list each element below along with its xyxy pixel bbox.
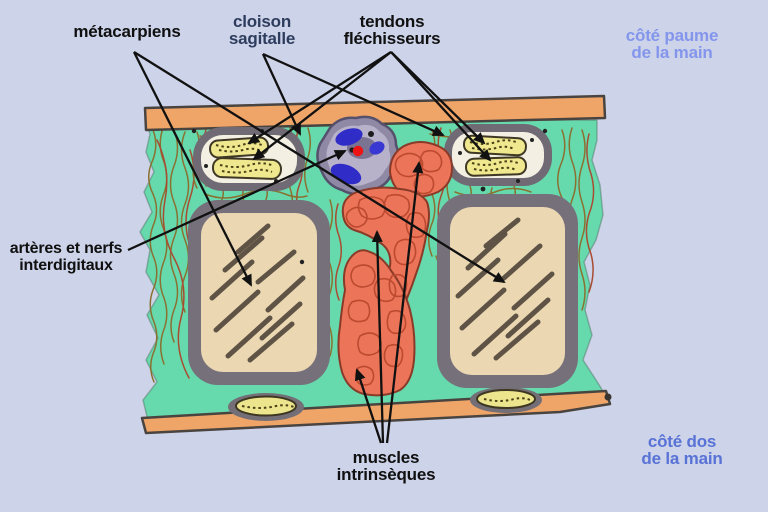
neurovascular-bundle — [316, 115, 400, 196]
label-tendons-line1: tendons — [359, 12, 425, 31]
right-metacarpal-bone — [437, 194, 578, 388]
left-extensor-tendon — [228, 393, 304, 421]
label-cloison-line2: sagitalle — [228, 29, 296, 48]
left-metacarpal-bone — [188, 200, 330, 385]
label-tendons-flechisseurs: tendons fléchisseurs — [322, 13, 462, 47]
label-cloison-line1: cloison — [232, 12, 292, 31]
label-arteres-line1: artères et nerfs — [9, 240, 123, 257]
arrow-tendons-left-lower — [252, 51, 392, 161]
artery-red-dot — [352, 145, 364, 157]
arrow-muscles-upper — [385, 161, 424, 444]
vein-blue — [335, 128, 363, 146]
label-paume-line2: de la main — [631, 43, 713, 62]
label-cloison-sagittale: cloison sagitalle — [202, 13, 322, 47]
label-metacarpiens-text: métacarpiens — [73, 22, 181, 41]
label-paume-line1: côté paume — [625, 26, 719, 45]
label-muscles-line1: muscles — [352, 448, 420, 467]
arrow-metacarpiens-right — [133, 51, 506, 284]
arrow-tendons-left-upper — [247, 51, 392, 145]
left-flexor-tendon-sheath — [193, 127, 305, 191]
label-cote-dos: côté dos de la main — [612, 433, 752, 467]
right-flexor-tendon-sheath — [444, 124, 552, 186]
label-metacarpiens: métacarpiens — [57, 23, 197, 40]
arrow-tendons-right-upper — [390, 51, 486, 145]
label-arteres-nerfs: artères et nerfs interdigitaux — [0, 240, 132, 274]
right-extensor-tendon — [470, 387, 542, 413]
annotation-arrows — [127, 51, 506, 444]
muscle-crackle-texture — [345, 149, 443, 386]
label-dos-line1: côté dos — [647, 432, 717, 451]
nerve-blue — [369, 141, 385, 155]
arrow-tendons-right-lower — [390, 51, 492, 162]
arrow-arteres-nerfs — [127, 149, 347, 252]
arrow-muscles-lower — [354, 368, 383, 444]
label-muscles-line2: intrinsèques — [336, 465, 436, 484]
label-muscles-intrinseques: muscles intrinsèques — [316, 449, 456, 483]
label-tendons-line2: fléchisseurs — [343, 29, 441, 48]
palmar-skin-band — [143, 94, 607, 132]
label-dos-line2: de la main — [641, 449, 723, 468]
label-arteres-line2: interdigitaux — [19, 257, 113, 274]
arrow-cloison-right — [262, 52, 445, 137]
arrow-muscles-middle — [371, 230, 385, 444]
label-cote-paume: côté paume de la main — [602, 27, 742, 61]
arrow-cloison-left — [261, 53, 302, 136]
arrow-metacarpiens-left — [132, 51, 253, 287]
